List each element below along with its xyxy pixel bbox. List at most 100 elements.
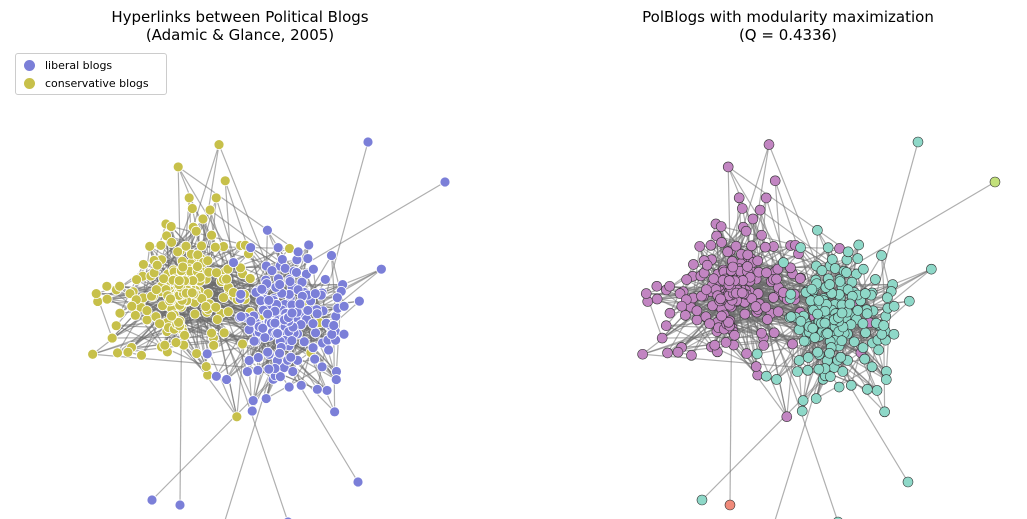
right-plot-title: PolBlogs with modularity maximization (Q… (642, 8, 934, 44)
node (295, 379, 307, 391)
node (761, 267, 772, 278)
node (262, 224, 273, 236)
edge (800, 247, 831, 267)
node (330, 374, 342, 385)
node (218, 292, 229, 303)
node (106, 332, 118, 344)
node (279, 262, 291, 274)
node (797, 395, 809, 406)
edge (250, 247, 281, 267)
node (246, 405, 258, 417)
node (836, 307, 848, 319)
node (231, 411, 243, 423)
node (746, 240, 757, 252)
node (206, 229, 218, 241)
node (741, 348, 752, 359)
node (272, 328, 283, 339)
node (209, 241, 221, 253)
node (796, 405, 808, 417)
node (166, 310, 177, 322)
node (165, 293, 176, 305)
node (664, 280, 675, 292)
node (760, 192, 772, 204)
node (857, 342, 869, 354)
node (155, 239, 167, 251)
node (338, 328, 350, 340)
node (221, 273, 232, 285)
node (792, 366, 803, 377)
node (141, 314, 153, 326)
node (640, 288, 652, 299)
node (888, 328, 900, 340)
left-plot-title: Hyperlinks between Political Blogs (Adam… (111, 8, 369, 44)
node (742, 261, 753, 272)
node (138, 259, 149, 270)
edge (224, 180, 234, 293)
node (709, 339, 721, 351)
node (208, 339, 220, 351)
node (691, 305, 703, 316)
node (989, 176, 1001, 188)
node (196, 240, 207, 252)
node (319, 274, 331, 285)
node (221, 374, 232, 385)
node (202, 255, 214, 267)
node (191, 348, 203, 359)
node (87, 348, 99, 360)
node (110, 320, 122, 332)
node (812, 346, 823, 358)
node (705, 240, 717, 251)
legend: liberal blogs conservative blogs (15, 53, 167, 95)
node (762, 314, 773, 325)
node (131, 274, 142, 285)
node (252, 364, 264, 376)
node (269, 317, 281, 329)
node (912, 136, 924, 148)
node (853, 239, 865, 251)
edge (857, 255, 883, 296)
node (274, 371, 286, 383)
node (763, 139, 775, 150)
node (752, 255, 764, 267)
left-network-graph (87, 136, 451, 519)
node (737, 203, 748, 214)
node (302, 305, 314, 316)
node (793, 355, 805, 366)
edge (92, 328, 175, 355)
legend-marker-conservative (24, 77, 35, 89)
node (742, 249, 754, 261)
node (754, 204, 766, 216)
node (170, 337, 182, 348)
node (760, 241, 771, 253)
node (316, 361, 328, 373)
node (827, 254, 838, 265)
node (186, 287, 198, 299)
node (812, 224, 823, 236)
node (206, 327, 217, 339)
node (222, 306, 234, 318)
node (822, 242, 834, 253)
node (272, 242, 284, 254)
node (311, 383, 323, 395)
node (824, 279, 835, 290)
node (262, 308, 274, 320)
node (331, 292, 343, 304)
node (810, 393, 822, 404)
node (795, 242, 806, 253)
edge (662, 335, 820, 339)
node (179, 329, 190, 341)
node (701, 259, 713, 271)
node (274, 347, 285, 359)
node (201, 348, 213, 360)
node (218, 327, 230, 339)
node (724, 499, 736, 511)
node-layer (637, 136, 1001, 519)
node (813, 363, 825, 375)
node (101, 293, 113, 305)
node (876, 250, 887, 261)
node (307, 263, 319, 275)
node (637, 348, 648, 360)
node (287, 366, 299, 377)
node (210, 370, 222, 382)
